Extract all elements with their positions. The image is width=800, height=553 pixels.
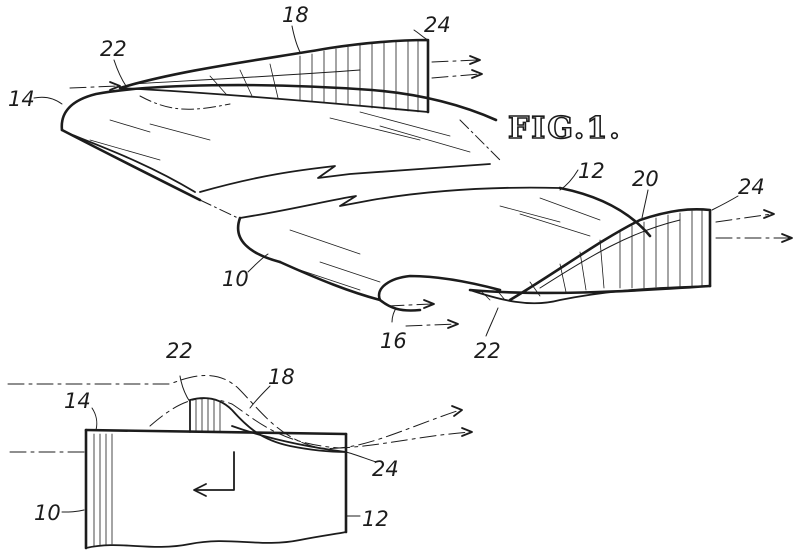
label-12-lower: 12 — [362, 507, 389, 531]
side-view-hatch — [93, 433, 113, 547]
lower-flow-arrows — [387, 209, 793, 329]
label-10-mid: 10 — [222, 267, 249, 291]
upper-wing-hatch — [89, 111, 471, 161]
label-12-mid: 12 — [578, 159, 605, 183]
label-22-bottom: 22 — [474, 339, 501, 363]
label-24-top: 24 — [424, 13, 451, 37]
upper-wing-section — [60, 83, 501, 202]
upper-fairing-hatch — [209, 39, 419, 113]
lower-fairing-20 — [468, 208, 712, 305]
lower-wing-hatch — [289, 197, 601, 291]
label-14-lower: 14 — [64, 389, 91, 413]
side-fairing-hatch — [195, 398, 221, 433]
label-20: 20 — [632, 167, 659, 191]
label-22-lower: 22 — [166, 339, 193, 363]
upper-flow-arrows — [69, 55, 483, 91]
label-18-top: 18 — [282, 3, 309, 27]
label-22-top: 22 — [100, 37, 127, 61]
label-14-top: 14 — [8, 87, 35, 111]
reference-labels: 18 24 22 14 12 20 24 10 16 22 22 18 14 2… — [8, 3, 765, 531]
lower-wing-section — [199, 186, 652, 312]
lower-fairing-hatch — [479, 209, 703, 301]
leader-lines — [33, 25, 739, 517]
label-24-lower: 24 — [372, 457, 399, 481]
side-view — [7, 374, 473, 550]
upper-fairing-18 — [118, 38, 430, 114]
label-24-right: 24 — [738, 175, 765, 199]
figure-title: FIG.1. — [508, 111, 622, 146]
label-16: 16 — [380, 329, 407, 353]
label-10-lower: 10 — [34, 501, 61, 525]
label-18-lower: 18 — [268, 365, 295, 389]
